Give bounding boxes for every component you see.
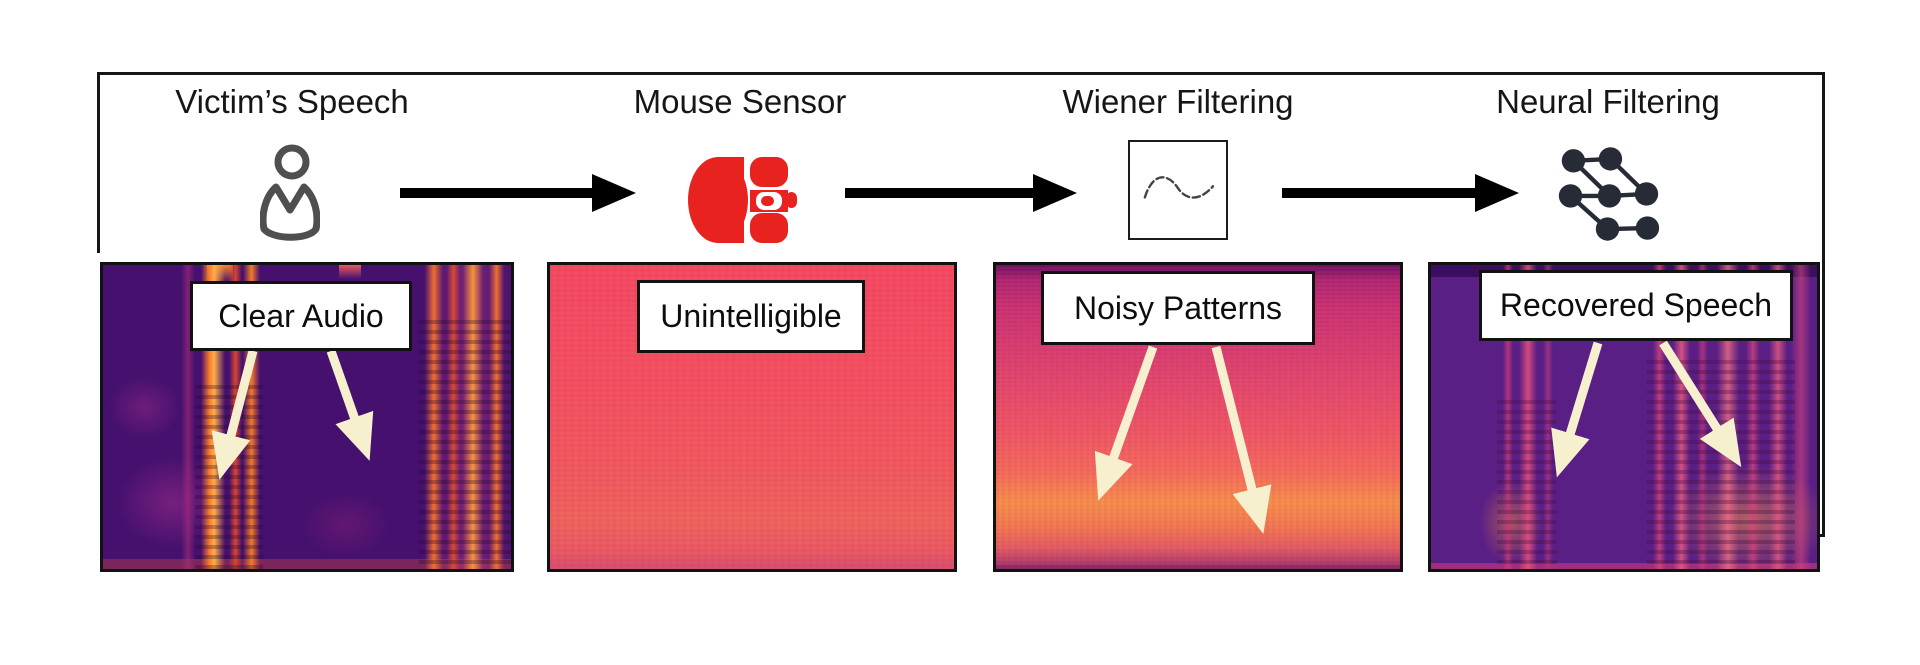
wiener-filter-box xyxy=(1128,140,1228,240)
stage-label-victims-speech: Victim’s Speech xyxy=(175,83,409,120)
spectrogram-panel-recovered-speech: Recovered Speech xyxy=(1428,262,1820,572)
spectrogram-panel-noisy-patterns: Noisy Patterns xyxy=(993,262,1403,572)
person-icon xyxy=(260,144,320,241)
computer-mouse-icon xyxy=(688,157,797,243)
panel-label-noisy-patterns: Noisy Patterns xyxy=(1041,271,1315,345)
flow-arrow-3 xyxy=(1282,174,1519,212)
stage-label-neural-filtering: Neural Filtering xyxy=(1496,83,1720,120)
panel-label-unintelligible: Unintelligible xyxy=(637,280,865,353)
spectrogram-panel-unintelligible: Unintelligible xyxy=(547,262,957,572)
neural-network-icon xyxy=(1558,147,1660,241)
flow-header-box xyxy=(97,72,1825,253)
figure-border-right xyxy=(1822,253,1825,537)
flow-arrow-1 xyxy=(400,174,636,212)
flow-arrow-2 xyxy=(845,174,1077,212)
panel-label-clear-audio: Clear Audio xyxy=(190,281,412,351)
panel-label-recovered-speech: Recovered Speech xyxy=(1479,270,1793,341)
stage-label-mouse-sensor: Mouse Sensor xyxy=(633,83,847,120)
spectrogram-panel-clear-audio: Clear Audio xyxy=(100,262,514,572)
sine-wave-icon xyxy=(1143,176,1215,199)
stage-label-wiener-filtering: Wiener Filtering xyxy=(1062,83,1294,120)
